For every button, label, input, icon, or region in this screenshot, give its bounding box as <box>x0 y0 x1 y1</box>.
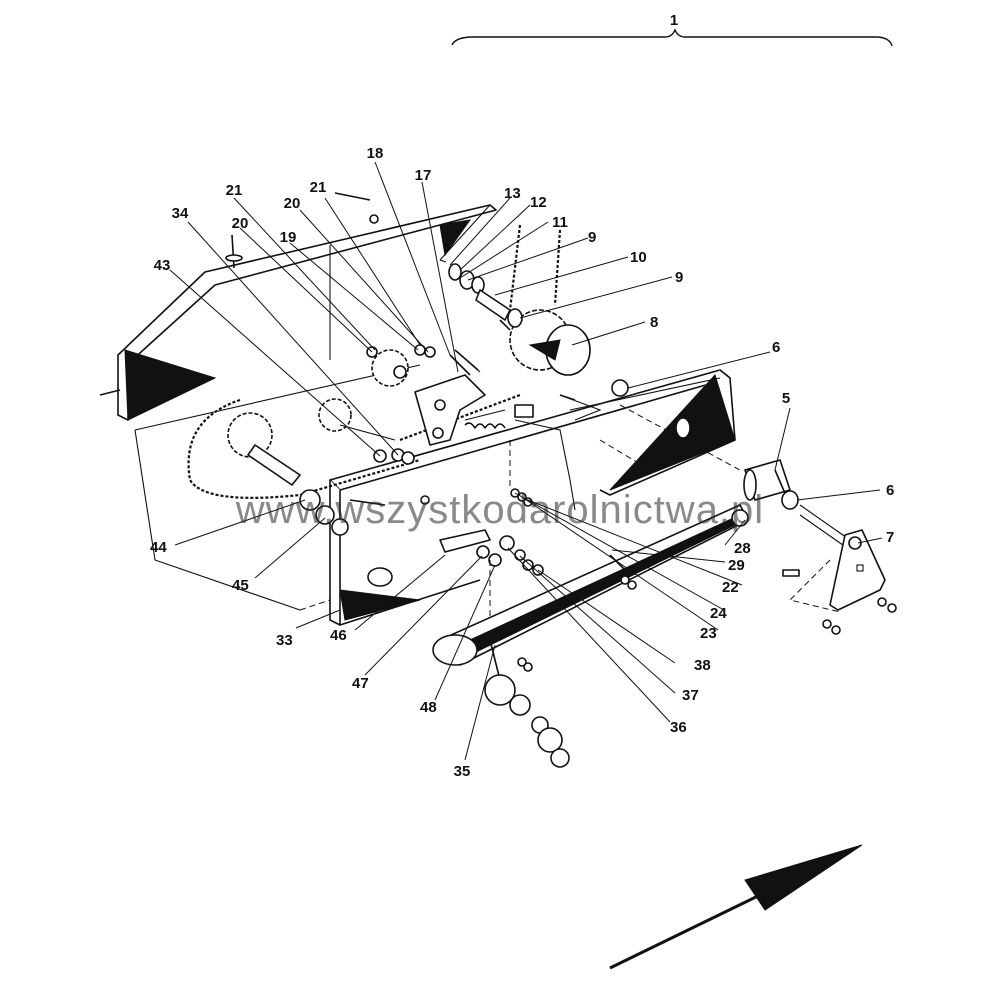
callout-label: 21 <box>226 182 243 199</box>
assembly-label: 1 <box>670 12 678 29</box>
callout-label: 34 <box>172 205 189 222</box>
callout-label: 46 <box>330 627 347 644</box>
callout-label: 6 <box>886 482 894 499</box>
callout-label: 11 <box>552 214 568 231</box>
callout-label: 36 <box>670 719 687 736</box>
callout-label: 47 <box>352 675 369 692</box>
callout-leaders <box>169 161 883 761</box>
callout-label: 38 <box>694 657 711 674</box>
callout-label: 9 <box>588 229 596 246</box>
cross-tube <box>743 459 851 551</box>
sprocket-middle <box>318 398 396 441</box>
tension-rod <box>514 394 602 511</box>
drive-chain-upper-1 <box>508 224 522 311</box>
callout-label: 18 <box>367 145 384 162</box>
callout-label: 35 <box>454 763 471 780</box>
callout-label: 20 <box>232 215 249 232</box>
callout-label: 28 <box>734 540 751 557</box>
callout-label: 19 <box>280 229 297 246</box>
side-plate <box>782 529 897 635</box>
drive-chain-upper-2 <box>553 229 562 306</box>
callout-label: 12 <box>530 194 547 211</box>
tensioner-bracket <box>414 349 506 446</box>
callout-label: 7 <box>886 529 894 546</box>
callout-label: 23 <box>700 625 717 642</box>
main-frame <box>329 369 736 626</box>
chain-guard-cover <box>117 204 497 611</box>
drive-chain-mid <box>399 393 521 442</box>
callout-label: 10 <box>630 249 647 266</box>
sprocket-upper <box>371 349 409 387</box>
callout-label: 6 <box>772 339 780 356</box>
callout-label: 44 <box>150 539 167 556</box>
callout-label: 8 <box>650 314 658 331</box>
callout-label: 48 <box>420 699 437 716</box>
callout-label: 5 <box>782 390 790 407</box>
callout-label: 20 <box>284 195 301 212</box>
sprocket-large-right <box>509 309 591 376</box>
direction-arrow <box>609 844 863 970</box>
callout-label: 9 <box>675 269 683 286</box>
callout-label: 17 <box>415 167 432 184</box>
bearing-stack <box>484 674 570 768</box>
callout-label: 45 <box>232 577 249 594</box>
callout-label: 43 <box>154 257 171 274</box>
drive-shaft-group <box>448 263 523 328</box>
callout-label: 13 <box>504 185 521 202</box>
callout-label: 33 <box>276 632 293 649</box>
drive-chain-lower <box>187 398 421 499</box>
callout-label: 21 <box>310 179 327 196</box>
callout-label: 37 <box>682 687 699 704</box>
callout-label: 22 <box>722 579 739 596</box>
callout-label: 29 <box>728 557 745 574</box>
callout-labels: 5 6 6 7 8 9 9 10 11 12 13 17 18 19 20 20… <box>150 145 894 780</box>
hardware <box>99 192 741 672</box>
callout-label: 24 <box>710 605 727 622</box>
assembly-brace <box>451 28 893 47</box>
sprocket-lower-left <box>227 412 301 486</box>
